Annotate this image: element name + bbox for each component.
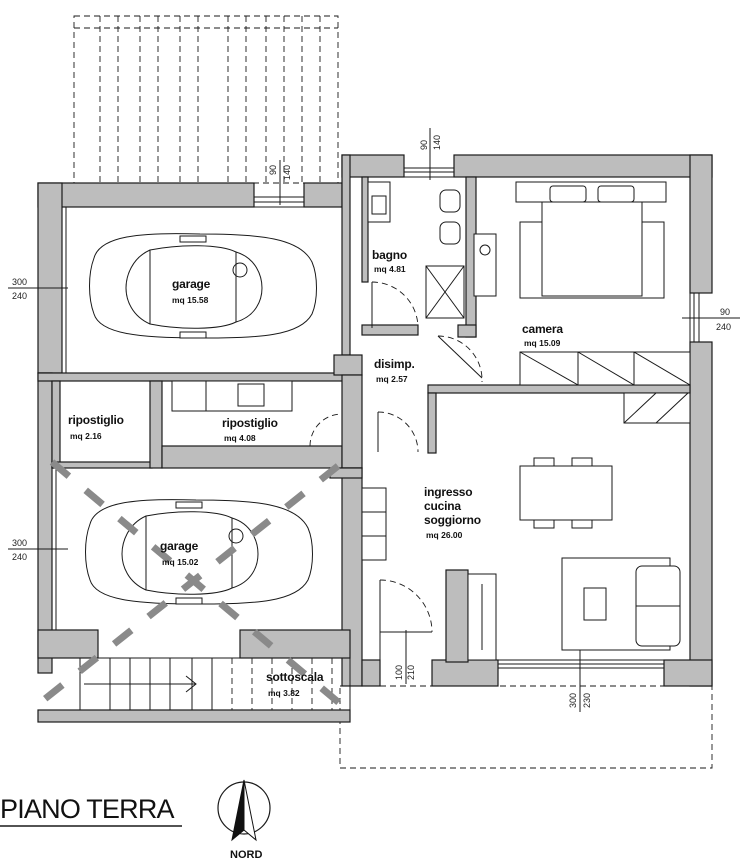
room-name-garage-top: garage — [172, 277, 211, 291]
dim-door-b: 210 — [406, 665, 416, 680]
dim-garage-top-b: 240 — [12, 291, 27, 301]
room-name-ripostiglio-small: ripostiglio — [68, 413, 124, 427]
living-furniture — [361, 392, 691, 661]
room-area-garage-bottom: mq 15.02 — [162, 557, 199, 567]
room-name-soggiorno-3: soggiorno — [424, 513, 481, 527]
room-name-soggiorno-2: cucina — [424, 499, 461, 513]
dim-bagno-a: 90 — [419, 140, 429, 150]
north-arrow-icon — [217, 779, 271, 842]
terrace-bottom — [339, 685, 713, 769]
room-name-disimpegno: disimp. — [374, 357, 415, 371]
dimension-labels: 300 240 300 240 90 240 90 140 90 140 100… — [12, 135, 731, 708]
dim-bagno-b: 140 — [432, 135, 442, 150]
room-area-camera: mq 15.09 — [524, 338, 561, 348]
car-top-icon — [89, 233, 317, 339]
stair — [79, 657, 351, 711]
room-name-bagno: bagno — [372, 248, 407, 262]
dim-window-a: 300 — [568, 693, 578, 708]
room-name-camera: camera — [522, 322, 563, 336]
bedroom-furniture — [473, 181, 691, 386]
room-area-sottoscala: mq 3.82 — [268, 688, 300, 698]
dim-garage-top-a: 300 — [12, 277, 27, 287]
room-name-soggiorno-1: ingresso — [424, 485, 472, 499]
room-area-ripostiglio-small: mq 2.16 — [70, 431, 102, 441]
dim-camera-b: 240 — [716, 322, 731, 332]
room-labels: garage mq 15.58 bagno mq 4.81 camera mq … — [68, 248, 564, 698]
room-area-soggiorno: mq 26.00 — [426, 530, 463, 540]
dim-camera-a: 90 — [720, 307, 730, 317]
room-area-disimpegno: mq 2.57 — [376, 374, 408, 384]
demolition-marks — [33, 459, 353, 715]
dim-garage-bottom-b: 240 — [12, 552, 27, 562]
dim-vent-a: 90 — [268, 165, 278, 175]
walls — [37, 154, 713, 723]
car-bottom-icon — [85, 499, 313, 605]
room-area-bagno: mq 4.81 — [374, 264, 406, 274]
room-area-garage-top: mq 15.58 — [172, 295, 209, 305]
dimension-leaders — [8, 128, 740, 712]
dim-door-a: 100 — [394, 665, 404, 680]
bathroom-fixtures — [367, 181, 465, 319]
dim-garage-bottom-a: 300 — [12, 538, 27, 548]
room-area-ripostiglio-large: mq 4.08 — [224, 433, 256, 443]
storage-shelves — [171, 380, 293, 412]
dim-window-b: 230 — [582, 693, 592, 708]
room-name-sottoscala: sottoscala — [266, 670, 324, 684]
room-name-ripostiglio-large: ripostiglio — [222, 416, 278, 430]
pergola-top — [73, 15, 339, 184]
dim-vent-b: 140 — [282, 165, 292, 180]
room-name-garage-bottom: garage — [160, 539, 199, 553]
doors — [309, 281, 483, 660]
plan-title: PIANO TERRA — [0, 794, 175, 824]
north-label: NORD — [230, 849, 262, 861]
